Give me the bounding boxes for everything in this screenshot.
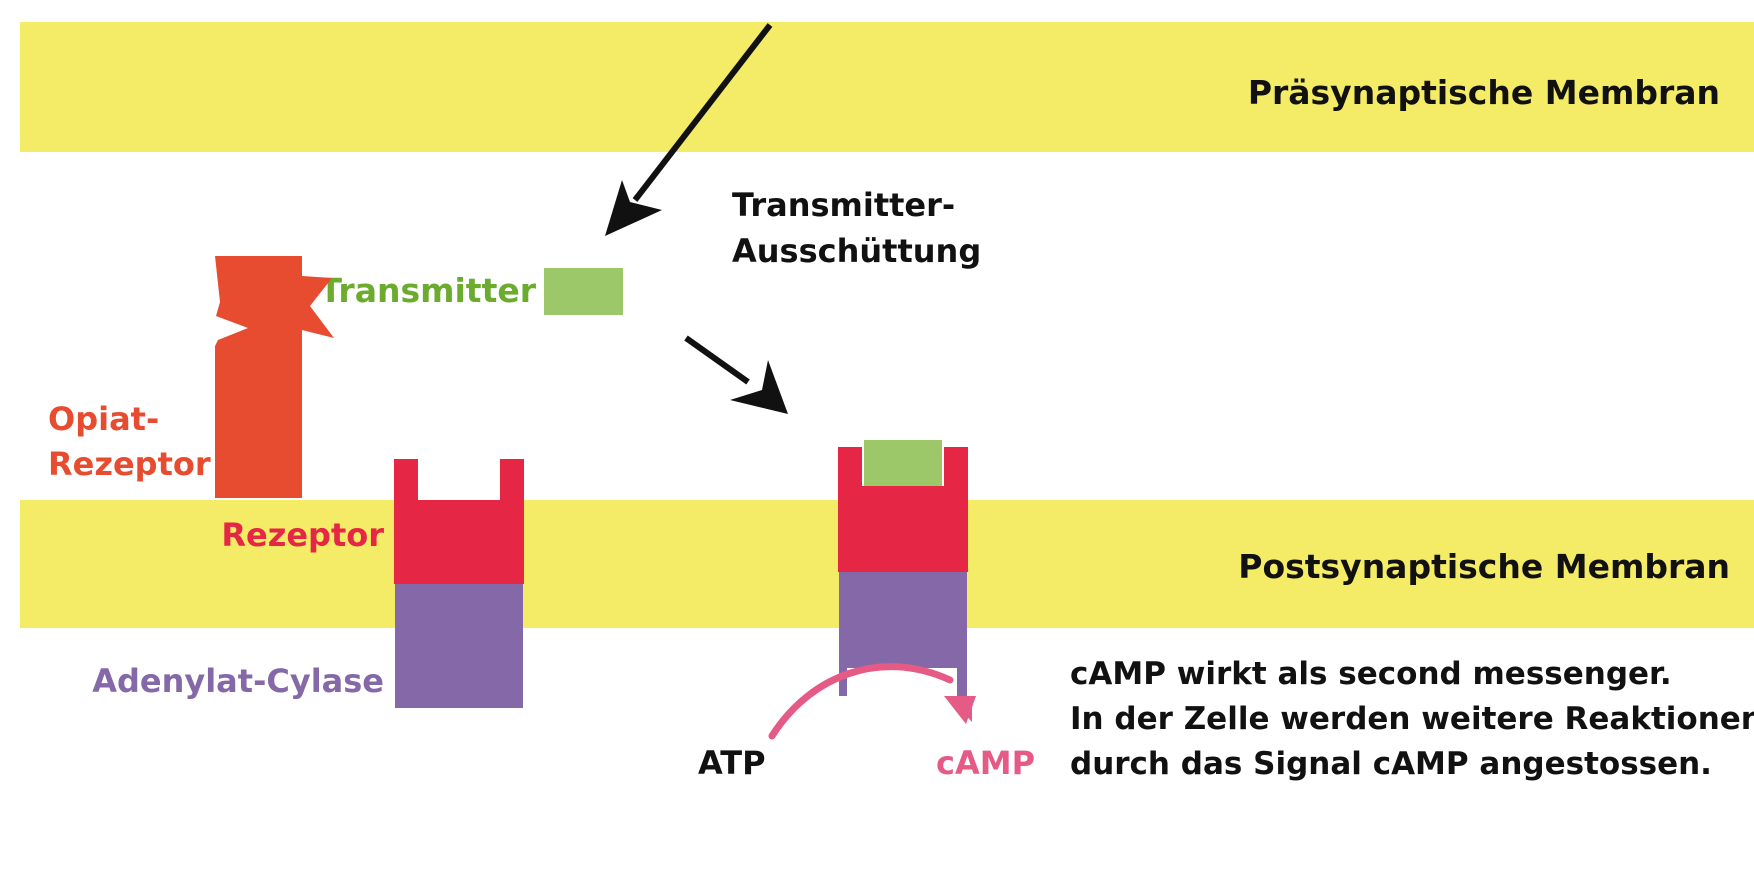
opiate-receptor-label-line2: Rezeptor xyxy=(48,445,211,483)
receptor-label: Rezeptor xyxy=(221,516,384,554)
atp-label: ATP xyxy=(698,744,766,782)
opiate-receptor-shape xyxy=(215,256,334,498)
transmitter-molecule xyxy=(544,268,623,315)
presynaptic-membrane xyxy=(20,22,1754,152)
adenylate-cyclase-label: Adenylat-Cylase xyxy=(92,662,384,700)
opiate-receptor-label-line1: Opiat- xyxy=(48,400,159,438)
transmitter-release-label-line1: Transmitter- xyxy=(732,186,955,224)
presynaptic-membrane-label: Präsynaptische Membran xyxy=(1248,73,1720,112)
transmitter-label: Transmitter xyxy=(320,271,537,310)
second-messenger-line1: cAMP wirkt als second messenger. xyxy=(1070,656,1672,692)
receptor-left xyxy=(394,459,524,584)
binding-arrow xyxy=(684,335,788,414)
transmitter-release-label-line2: Ausschüttung xyxy=(732,232,981,270)
bound-transmitter xyxy=(864,440,942,486)
postsynaptic-membrane-label: Postsynaptische Membran xyxy=(1238,547,1730,586)
second-messenger-line2: In der Zelle werden weitere Reaktionen xyxy=(1070,701,1754,737)
adenylate-cyclase-left xyxy=(395,584,523,708)
release-arrow xyxy=(605,23,773,236)
conversion-arrow xyxy=(768,663,976,740)
receptor-right xyxy=(838,447,968,572)
second-messenger-line3: durch das Signal cAMP angestossen. xyxy=(1070,746,1712,782)
camp-label: cAMP xyxy=(936,744,1035,782)
